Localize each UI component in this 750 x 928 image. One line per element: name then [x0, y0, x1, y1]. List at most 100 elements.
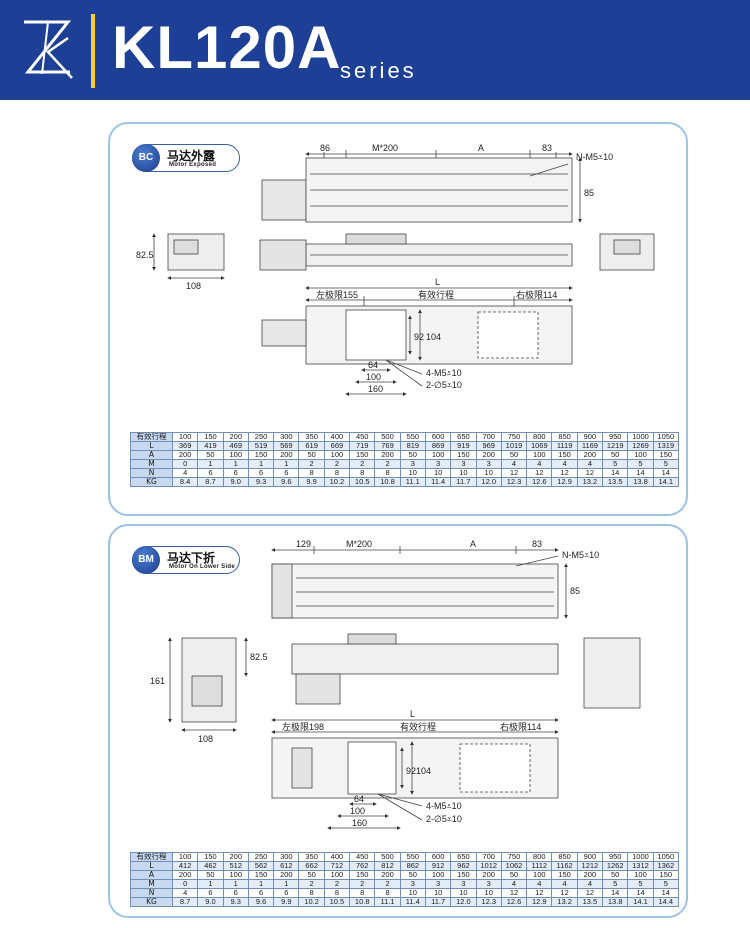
table-cell: 8.7	[171, 897, 199, 907]
dim-86: 86	[320, 143, 330, 153]
table-cell: 11.4	[424, 477, 452, 487]
drawing-line	[613, 239, 641, 255]
variant-name-cn: 马达外露	[167, 149, 216, 163]
dim-108: 108	[186, 281, 201, 291]
header-divider	[91, 14, 95, 88]
technical-drawing: 129 M*200 A 83 N-M5⩡10 85 161 82.5 108 L…	[150, 539, 641, 830]
technical-drawing: 86 M*200 A 83 N-M5⩡10 85 82.5 108 L 左极限1…	[136, 143, 655, 396]
dim-a: A	[470, 539, 476, 549]
dim-left-limit: 左极限198	[282, 721, 324, 732]
table-cell: 9.9	[298, 477, 325, 487]
dim-108: 108	[198, 734, 213, 744]
dim-104: 104	[426, 332, 441, 342]
end-view-right	[583, 637, 641, 709]
drawing-line	[291, 747, 313, 789]
motor-block	[295, 673, 341, 705]
brand-logo-icon	[24, 20, 73, 79]
drawing-line	[173, 239, 199, 255]
motor-block	[261, 179, 307, 221]
table-cell: 14.1	[652, 477, 679, 487]
table-cell: KG	[130, 897, 173, 907]
variant-code: BM	[132, 546, 160, 574]
drawing-line	[385, 359, 423, 387]
dim-phi5: 2-∅5⩡10	[426, 380, 462, 390]
variant-badge: BM 马达下折 Motor On Lower Side	[132, 546, 240, 574]
dim-m200: M*200	[346, 539, 372, 549]
table-cell: 13.8	[627, 477, 654, 487]
table-cell: 9.3	[247, 477, 275, 487]
table-cell: 12.9	[551, 477, 578, 487]
table-cell: 9.6	[247, 897, 275, 907]
table-cell: 9.9	[273, 897, 300, 907]
variant-code: BC	[132, 144, 160, 172]
drawing-line	[377, 793, 423, 821]
dim-100: 100	[350, 806, 365, 816]
dim-82-5: 82.5	[136, 250, 154, 260]
drawing-line	[459, 743, 531, 793]
drawing-line	[529, 163, 569, 177]
table-cell: 12.3	[500, 477, 528, 487]
dim-l: L	[410, 709, 415, 719]
dim-83: 83	[542, 143, 552, 153]
dim-left-limit: 左极限155	[316, 289, 358, 300]
drawing-line	[347, 741, 397, 795]
dim-right-limit: 右极限114	[516, 289, 557, 300]
dim-stroke: 有效行程	[418, 289, 454, 300]
dim-160: 160	[352, 818, 367, 828]
table-cell: 13.5	[576, 897, 604, 907]
table-cell: 10.5	[323, 897, 351, 907]
table-cell: 10.2	[298, 897, 325, 907]
table-cell: 10.5	[349, 477, 376, 487]
variant-name-en: Motor Exposed	[169, 162, 217, 168]
dim-a: A	[478, 143, 484, 153]
dim-m5: 4-M5⩡10	[426, 368, 462, 378]
table-cell: 8.7	[197, 477, 224, 487]
table-cell: 12.0	[450, 897, 477, 907]
dim-83: 83	[532, 539, 542, 549]
drawing-line	[271, 563, 293, 619]
rail-side-view	[291, 643, 559, 675]
drawing-line	[345, 309, 407, 361]
drawing-line	[261, 319, 307, 347]
dim-l: L	[435, 277, 440, 287]
section-motor-lower-side: BM 马达下折 Motor On Lower Side	[108, 524, 688, 918]
table-cell: 9.3	[222, 897, 249, 907]
drawing-line	[191, 675, 223, 707]
drawing-line	[259, 239, 307, 271]
table-cell: 13.5	[602, 477, 629, 487]
variant-badge: BC 马达外露 Motor Exposed	[132, 144, 240, 172]
dim-phi5: 2-∅5⩡10	[426, 814, 462, 824]
dim-nm5: N-M5⩡10	[562, 550, 599, 560]
table-cell: 12.9	[526, 897, 553, 907]
dim-160: 160	[368, 384, 383, 394]
dim-92: 92	[406, 766, 416, 776]
dim-m5: 4-M5⩡10	[426, 801, 462, 811]
table-cell: 11.7	[450, 477, 477, 487]
dim-92: 92	[414, 332, 424, 342]
table-cell: 11.1	[399, 477, 426, 487]
table-cell: 11.1	[374, 897, 401, 907]
dim-161: 161	[150, 676, 165, 686]
dim-64: 64	[354, 794, 364, 804]
table-cell: 10.8	[349, 897, 376, 907]
drawing-line	[347, 633, 397, 645]
dim-64: 64	[368, 360, 378, 370]
drawing-line	[345, 233, 407, 245]
section-motor-exposed: BC 马达外露 Motor Exposed	[108, 122, 688, 516]
dim-m200: M*200	[372, 143, 398, 153]
table-cell: 12.6	[500, 897, 528, 907]
dim-nm5: N-M5⩡10	[576, 152, 613, 162]
dim-82-5: 82.5	[250, 652, 268, 662]
table-cell: 11.7	[424, 897, 452, 907]
drawing-line	[377, 793, 423, 807]
page-header: KL120A series	[0, 0, 750, 100]
dim-104: 104	[416, 766, 431, 776]
page-subtitle: series	[340, 58, 417, 83]
